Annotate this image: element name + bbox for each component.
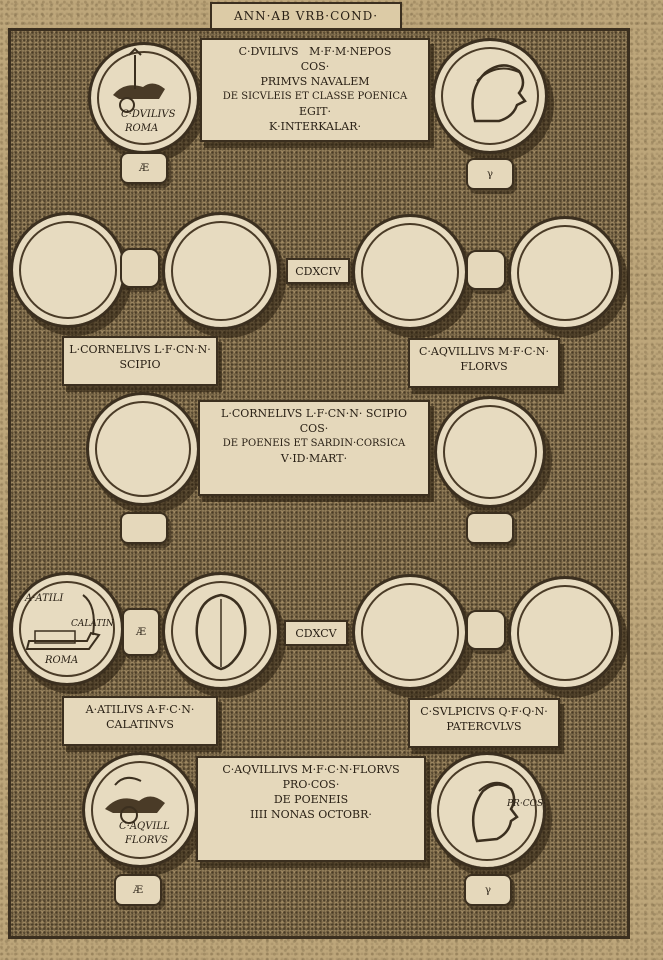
- helmeted-head-icon: [471, 64, 527, 123]
- header-title: ANN·AB VRB·COND·: [210, 2, 402, 30]
- year-badge: CDXCV: [284, 620, 348, 646]
- blank-tag-right: [466, 512, 514, 544]
- coin-legend-1: C·DVILIVS: [121, 109, 176, 120]
- plaque-line: C·AQVILLIVS M·F·C·N·: [418, 345, 550, 358]
- plaque-line: SCIPIO: [119, 358, 161, 371]
- inscription-line: COS·: [299, 422, 329, 435]
- coin-janus: [162, 572, 280, 690]
- inscription-line: K·INTERKALAR·: [268, 120, 362, 133]
- coin-legend-1: C·AQVILL: [119, 821, 170, 832]
- chariot-figure-icon: [113, 47, 165, 113]
- coin-empty-3: [352, 214, 468, 330]
- coin-empty-1: [10, 212, 126, 328]
- coin-legend-2: ROMA: [125, 123, 159, 134]
- plaque-line: C·SVLPICIVS Q·F·Q·N·: [420, 705, 548, 718]
- inscription-line: EGIT·: [299, 105, 331, 118]
- coin-empty-4: [508, 216, 622, 330]
- left-name-plaque: L·CORNELIVS L·F·CN·N· SCIPIO: [62, 336, 218, 386]
- ship-prow-icon: [25, 594, 101, 650]
- coin-female-head: PR·COS·: [428, 752, 546, 870]
- year-badge: CDXCIV: [286, 258, 350, 284]
- female-head-icon: [471, 781, 519, 843]
- metal-tag-right: γ: [464, 874, 512, 906]
- metal-tag-left: Æ: [122, 608, 160, 656]
- coin-connector: [466, 610, 506, 650]
- coin-legend-1: A·ATILI: [25, 593, 64, 604]
- coin-connector: [120, 248, 160, 288]
- bottom-inscription: C·AQVILLIVS M·F·C·N·FLORVS PRO·COS· DE P…: [196, 756, 426, 862]
- chariot-figure-icon: [105, 776, 165, 824]
- coin-chariot-duilius: C·DVILIVS ROMA: [88, 42, 200, 154]
- coin-legend-2: FLORVS: [125, 835, 169, 846]
- coin-empty-5: [86, 392, 200, 506]
- coin-legend-1: PR·COS·: [507, 799, 546, 809]
- metal-tag-left: Æ: [114, 874, 162, 906]
- inscription-line: DE POENEIS ET SARDIN·CORSICA: [222, 438, 406, 449]
- coin-empty-6: [434, 396, 546, 508]
- inscription-line: C·AQVILLIVS M·F·C·N·FLORVS: [222, 763, 400, 776]
- inscription-line: COS·: [300, 60, 330, 73]
- plaque-line: PATERCVLVS: [446, 720, 522, 733]
- plaque-line: FLORVS: [460, 360, 508, 373]
- coin-connector: [466, 250, 506, 290]
- inscription-line: L·CORNELIVS L·F·CN·N· SCIPIO: [221, 407, 407, 420]
- middle-inscription: L·CORNELIVS L·F·CN·N· SCIPIO COS· DE POE…: [198, 400, 430, 496]
- inscription-line: DE SICVLEIS ET CLASSE POENICA: [222, 91, 408, 102]
- plaque-line: L·CORNELIVS L·F·CN·N·: [69, 343, 211, 356]
- coin-chariot-aquillius: C·AQVILL FLORVS: [82, 752, 198, 868]
- plaque-line: CALATINVS: [106, 718, 174, 731]
- inscription-line: PRO·COS·: [282, 778, 340, 791]
- inscription-line: C·DVILIVS M·F·M·NEPOS: [238, 45, 392, 58]
- top-inscription: C·DVILIVS M·F·M·NEPOS COS· PRIMVS NAVALE…: [200, 38, 430, 142]
- right-name-plaque: C·SVLPICIVS Q·F·Q·N· PATERCVLVS: [408, 698, 560, 748]
- plaque-line: A·ATILIVS A·F·C·N·: [85, 703, 195, 716]
- inscription-line: V·ID·MART·: [280, 452, 348, 465]
- inscription-line: IIII NONAS OCTOBR·: [250, 808, 372, 821]
- coin-legend-2: CALATIN: [71, 619, 114, 629]
- coin-legend-3: ROMA: [45, 655, 79, 666]
- coin-empty-7: [352, 574, 468, 690]
- coin-empty-2: [162, 212, 280, 330]
- left-name-plaque: A·ATILIVS A·F·C·N· CALATINVS: [62, 696, 218, 746]
- metal-tag-right: γ: [466, 158, 514, 190]
- janus-head-icon: [195, 593, 247, 671]
- blank-tag-left: [120, 512, 168, 544]
- metal-tag-left: Æ: [120, 152, 168, 184]
- coin-ship-atilius: A·ATILI CALATIN ROMA: [10, 572, 124, 686]
- right-name-plaque: C·AQVILLIVS M·F·C·N· FLORVS: [408, 338, 560, 388]
- inscription-line: DE POENEIS: [273, 793, 349, 806]
- coin-roma-head: [432, 38, 548, 154]
- coin-empty-8: [508, 576, 622, 690]
- inscription-line: PRIMVS NAVALEM: [260, 75, 370, 88]
